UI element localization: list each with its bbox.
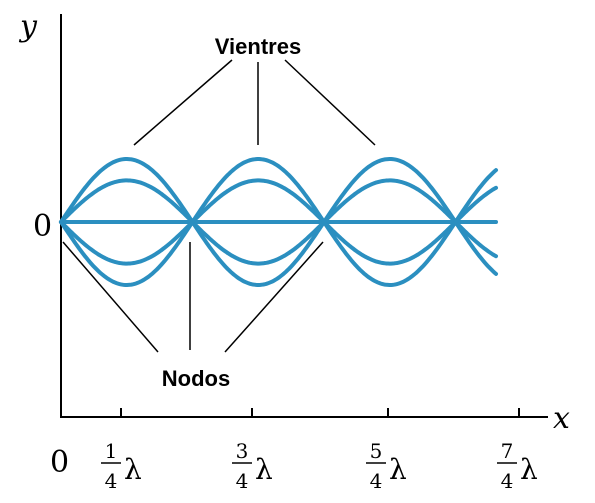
wave-curve-4 <box>59 178 498 266</box>
tick-lambda: λ <box>389 453 407 486</box>
tick-numerator: 1 <box>105 439 118 463</box>
antinode-pointer-3 <box>284 59 376 146</box>
tick-numerator: 5 <box>370 439 383 463</box>
y-axis-label: y <box>18 9 38 44</box>
tick-denominator: 4 <box>370 469 383 493</box>
wave-curve-5 <box>59 157 498 287</box>
wave-curve-2 <box>59 178 498 266</box>
tick-lambda: λ <box>520 453 538 486</box>
node-pointer-1 <box>62 241 159 353</box>
x-origin-label: 0 <box>50 445 69 480</box>
tick-denominator: 4 <box>501 469 514 493</box>
tick-denominator: 4 <box>105 469 118 493</box>
wave-curve-1 <box>59 157 498 287</box>
y-origin-label: 0 <box>33 209 52 244</box>
x-axis-label: x <box>553 401 570 436</box>
tick-lambda: λ <box>255 453 273 486</box>
node-pointer-3 <box>224 241 324 353</box>
tick-numerator: 7 <box>501 439 514 463</box>
antinode-pointer-1 <box>133 59 233 146</box>
antinode-pointers <box>133 59 376 146</box>
tick-denominator: 4 <box>236 469 249 493</box>
nodes-label: Nodos <box>162 366 230 391</box>
tick-numerator: 3 <box>236 439 249 463</box>
antinodes-label: Vientres <box>215 34 301 59</box>
standing-wave-curves <box>59 157 498 287</box>
tick-lambda: λ <box>124 453 142 486</box>
node-pointers <box>62 241 324 353</box>
